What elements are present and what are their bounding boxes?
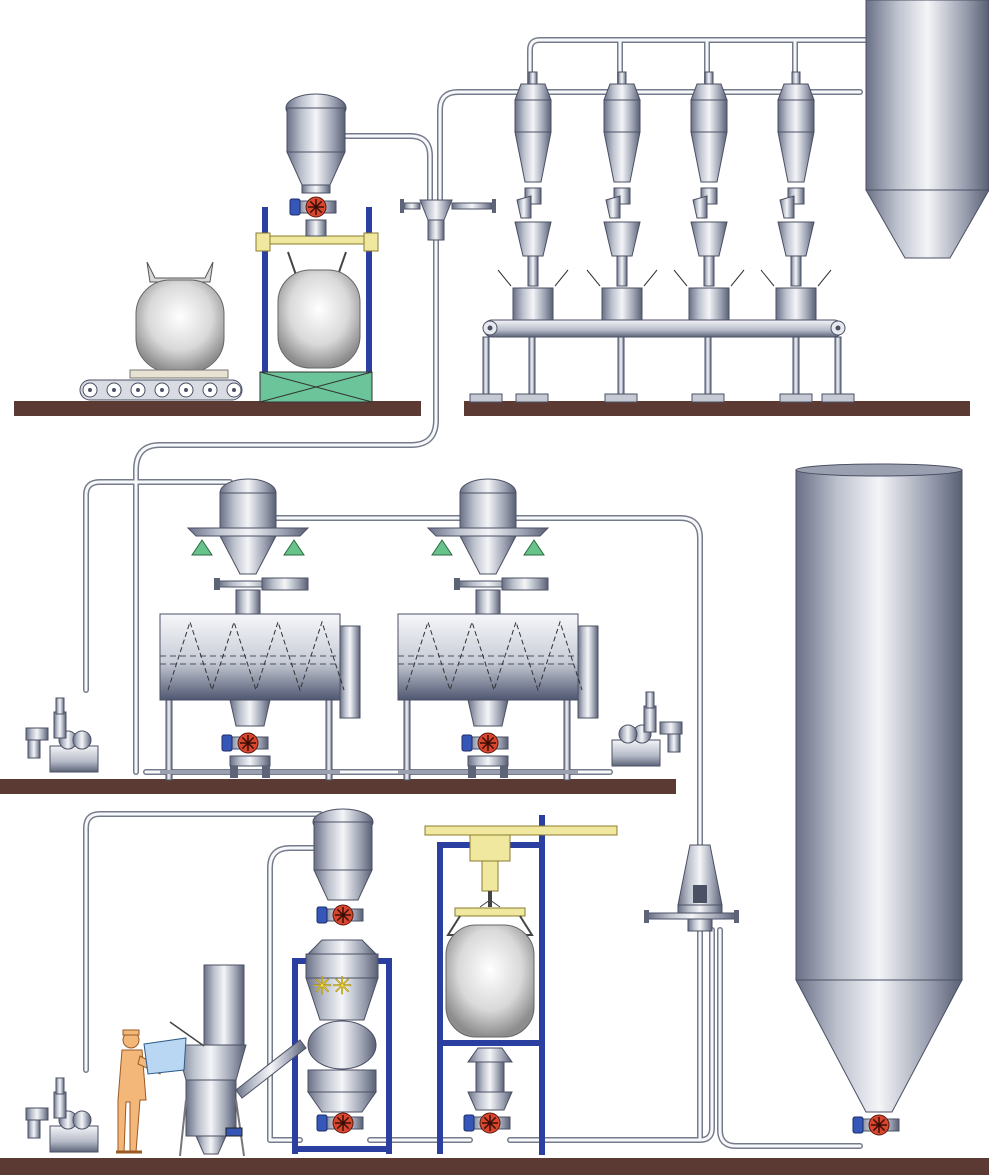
cyclone-separator-icon: [586, 71, 658, 321]
big-bag-icon: [129, 261, 229, 379]
blower-icon: [25, 697, 99, 773]
rotary-valve-icon: [289, 196, 337, 218]
blower-icon: [611, 691, 683, 767]
big-bag-filling-station: [424, 815, 618, 1155]
conveyor-rollers: [82, 382, 242, 398]
bag-dump-station-icon: [169, 964, 307, 1157]
storage-silo-icon: [795, 463, 963, 1113]
rotary-valve-icon: [852, 1114, 900, 1136]
floor-ground: [0, 1158, 989, 1175]
ribbon-mixer-icon: [397, 478, 599, 781]
cyclone-separator-icon: [673, 71, 745, 321]
cyclone-separator-icon: [760, 71, 832, 321]
cyclone-separator-icon: [497, 71, 569, 321]
floor-upper-right: [464, 401, 970, 416]
blower-icon: [25, 1077, 99, 1153]
rotary-valve-icon: [316, 904, 364, 926]
mill-rotor-icon: ✳✳: [312, 973, 352, 1000]
conveyor-legs: [469, 336, 855, 403]
pipe-diverter-top: [400, 199, 496, 241]
cyclone-separator-row: [497, 71, 832, 321]
belt-conveyor-icon: [469, 319, 855, 403]
floor-middle: [0, 779, 676, 794]
roller-conveyor-icon: [79, 379, 243, 401]
ribbon-mixer-icon: [159, 478, 361, 781]
floor-upper-left: [14, 401, 421, 416]
operator-figure-icon: [116, 1029, 187, 1154]
cyclone-separator-icon: [644, 844, 739, 932]
ribbon-mixer-row: [159, 478, 599, 781]
rotary-valve-icon: [316, 1112, 364, 1134]
bag-discharge-station: [255, 93, 379, 403]
mill-tower: ✳✳: [292, 808, 392, 1154]
rotary-valve-icon: [463, 1112, 511, 1134]
pipe-inner: [84, 38, 867, 1148]
storage-silo-icon: [865, 0, 989, 259]
floor-slabs: [0, 401, 989, 1175]
